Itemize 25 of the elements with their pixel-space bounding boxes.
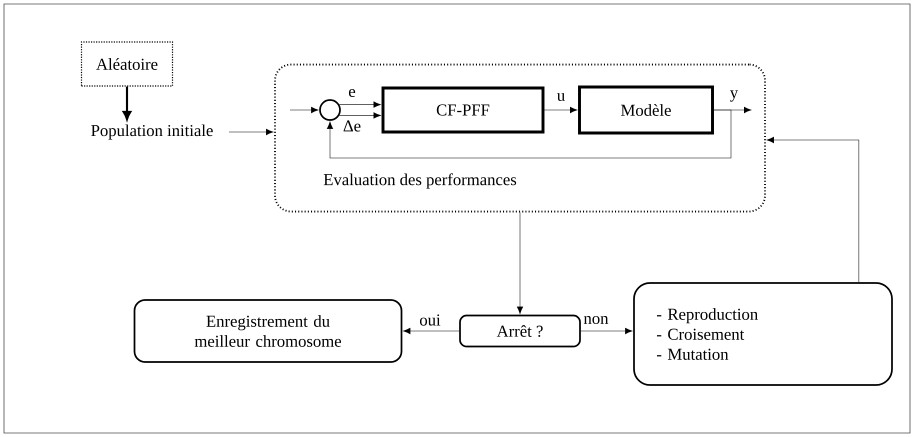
edge-label: oui bbox=[418, 313, 442, 327]
controller-box: CF-PFF bbox=[382, 86, 544, 134]
model-box: Modèle bbox=[578, 86, 714, 134]
result-box: Enregistrement du meilleur chromosome bbox=[134, 299, 402, 363]
arrow bbox=[122, 86, 132, 120]
arrow bbox=[326, 110, 732, 158]
arrow bbox=[403, 328, 460, 334]
operators-box: - Reproduction - Croisement - Mutation bbox=[633, 282, 893, 386]
arrow bbox=[290, 106, 318, 114]
arrow bbox=[766, 136, 860, 282]
edge-label: non bbox=[582, 314, 610, 326]
edge-label: u bbox=[556, 92, 566, 102]
arrow bbox=[516, 212, 524, 314]
arrow bbox=[228, 128, 274, 136]
summing-circle bbox=[319, 99, 341, 121]
edge-label: Δe bbox=[342, 119, 362, 133]
edge-label: e bbox=[346, 88, 358, 98]
arrow bbox=[339, 101, 381, 108]
arrow bbox=[339, 112, 381, 119]
edge-label: y bbox=[728, 89, 740, 103]
start-text: Population initiale bbox=[91, 124, 213, 140]
arrow bbox=[580, 328, 632, 334]
arrow bbox=[544, 106, 578, 114]
dotted-box: Aléatoire bbox=[80, 41, 174, 87]
decision-box: Arrêt ? bbox=[459, 314, 581, 348]
